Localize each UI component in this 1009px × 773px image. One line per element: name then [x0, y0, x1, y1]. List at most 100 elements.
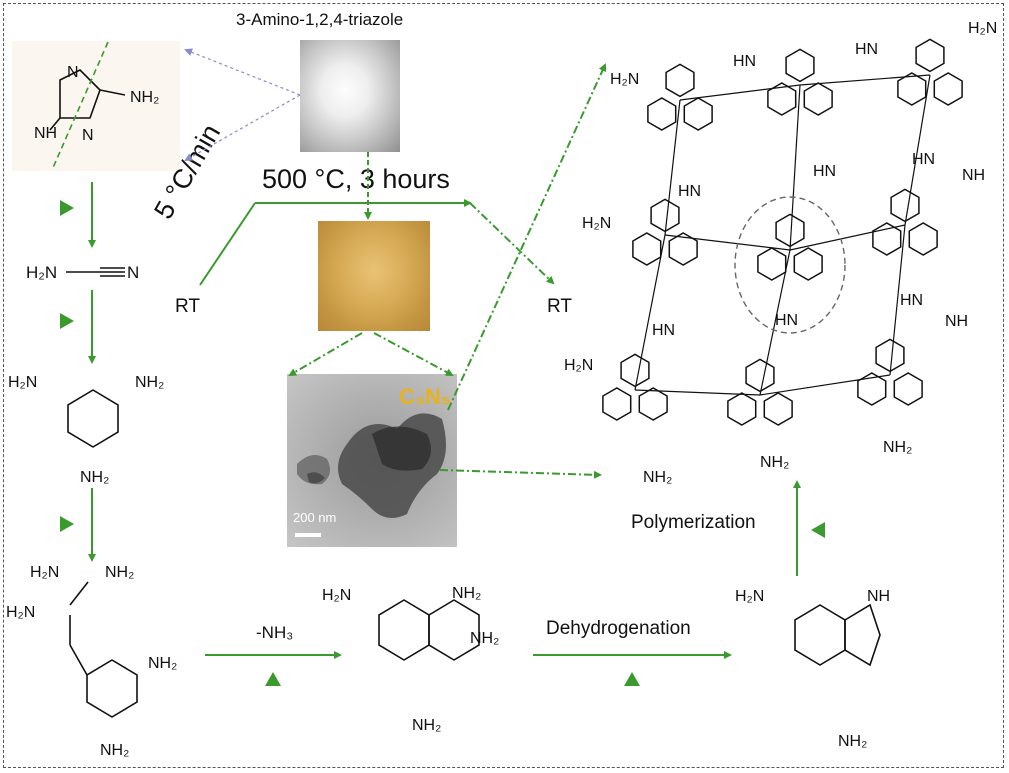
- tem-sample-label: C₃N₅: [398, 384, 451, 409]
- network-link: [904, 74, 931, 226]
- net-amine-5: NH₂: [643, 469, 672, 486]
- dehydrogenation-label: Dehydrogenation: [546, 618, 691, 639]
- net-hn-6: HN: [900, 292, 923, 309]
- tem-scale-label: 200 nm: [293, 510, 337, 525]
- repeat-unit-highlight: [734, 196, 846, 334]
- network-ring: [775, 213, 805, 248]
- network-ring: [915, 38, 945, 73]
- precursor-name: 3-Amino-1,2,4-triazole: [236, 10, 404, 29]
- net-hn-8: HN: [775, 312, 798, 329]
- net-hn-1: HN: [733, 53, 756, 70]
- fused1-amine-mid: NH₂: [470, 630, 499, 647]
- melamine-amine-left: H₂N: [8, 374, 37, 391]
- cyanamide-n: N: [127, 263, 139, 282]
- network-ring: [785, 48, 815, 83]
- deammoniation-label: -NH₃: [256, 623, 294, 642]
- net-amine-3: H₂N: [582, 215, 611, 232]
- network-ring: [908, 222, 938, 256]
- network-ring: [668, 232, 698, 266]
- network-link: [664, 234, 791, 251]
- network-ring: [872, 222, 902, 256]
- melamine-amine-right: NH₂: [135, 374, 164, 391]
- c3n5-powder-photo: [318, 221, 430, 331]
- triazole-n-top: N: [67, 64, 79, 81]
- cyanamide-amine: H₂N: [26, 263, 57, 282]
- network-ring: [767, 82, 797, 116]
- fused1-amine-left: H₂N: [322, 587, 351, 604]
- network-ring: [650, 198, 680, 233]
- temperature-program-line: [199, 63, 607, 479]
- network-link: [759, 374, 891, 396]
- net-nh-2: NH: [945, 313, 968, 330]
- network-ring: [793, 247, 823, 281]
- network-ring: [638, 387, 668, 421]
- tem-image: C₃N₅ 200 nm: [287, 374, 457, 547]
- network-ring: [727, 392, 757, 426]
- net-hn-7: HN: [652, 322, 675, 339]
- network-ring: [890, 188, 920, 223]
- triazole-structure: [49, 41, 126, 171]
- temperature-program: 500 °C, 3 hours: [262, 164, 450, 194]
- network-link: [799, 74, 931, 86]
- network-link: [634, 234, 666, 391]
- network-ring: [602, 387, 632, 421]
- intermediate-amine-5: NH₂: [100, 742, 129, 759]
- net-amine-4: H₂N: [564, 357, 593, 374]
- fused-structure-1: [378, 599, 480, 661]
- fused2-nh: NH: [867, 588, 890, 605]
- triazole-nh: NH: [34, 125, 57, 142]
- melamine-ring: [67, 389, 119, 448]
- precursor-structure-panel: [12, 41, 180, 171]
- figure-frame: [3, 3, 1004, 768]
- network-ring: [647, 97, 677, 131]
- network-ring: [875, 338, 905, 373]
- network-link: [789, 224, 906, 251]
- fused1-amine-right: NH₂: [452, 585, 481, 602]
- network-ring: [897, 72, 927, 106]
- intermediate-amine-1: H₂N: [30, 564, 59, 581]
- tem-particles: [297, 413, 446, 518]
- network-ring: [803, 82, 833, 116]
- net-nh-1: NH: [962, 167, 985, 184]
- network-ring: [757, 247, 787, 281]
- intermediate-amine-4: NH₂: [148, 655, 177, 672]
- network-link: [789, 84, 801, 251]
- network-ring: [620, 353, 650, 388]
- network-link: [679, 84, 801, 101]
- net-hn-5: HN: [912, 151, 935, 168]
- network-ring: [665, 63, 695, 98]
- left-pathway-triangles: [60, 200, 74, 532]
- network-link: [664, 99, 681, 236]
- c3n5-polymer-network: [602, 38, 963, 426]
- network-ring: [893, 372, 923, 406]
- net-hn-3: HN: [678, 183, 701, 200]
- net-hn-4: HN: [813, 163, 836, 180]
- network-ring: [745, 358, 775, 393]
- network-ring: [857, 372, 887, 406]
- network-ring: [763, 392, 793, 426]
- network-ring: [933, 72, 963, 106]
- network-labels: H₂N HN HN H₂N HN HN HN NH H₂N HN NH HN H…: [564, 20, 997, 486]
- net-hn-2: HN: [855, 41, 878, 58]
- network-ring: [632, 232, 662, 266]
- polymerization-label: Polymerization: [631, 512, 756, 533]
- fused1-amine-bottom: NH₂: [412, 717, 441, 734]
- intermediate-amine-2: NH₂: [105, 564, 134, 581]
- fused2-amine-left: H₂N: [735, 588, 764, 605]
- melamine-amine-bottom: NH₂: [80, 469, 109, 486]
- triazole-powder-photo: [300, 40, 400, 152]
- intermediate-amine-3: H₂N: [6, 604, 35, 621]
- tem-scale-bar: [295, 533, 321, 537]
- fused-structure-2: [794, 603, 881, 667]
- bottom-triangles: [265, 522, 825, 686]
- net-amine-6: NH₂: [760, 454, 789, 471]
- bottom-arrows: [205, 480, 801, 659]
- cyanamide-bonds: [66, 267, 125, 277]
- net-amine-1: H₂N: [610, 71, 639, 88]
- net-amine-2: H₂N: [968, 20, 997, 37]
- net-amine-7: NH₂: [883, 439, 912, 456]
- start-temperature: RT: [175, 296, 200, 317]
- network-link: [759, 249, 791, 396]
- network-link: [889, 224, 906, 376]
